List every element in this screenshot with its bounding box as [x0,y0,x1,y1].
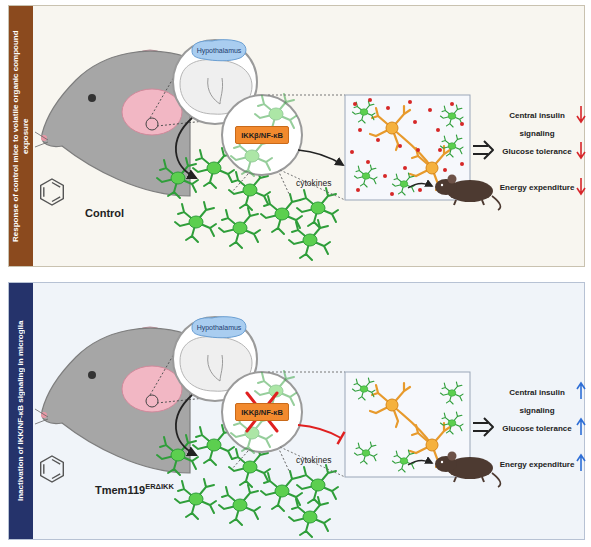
region-shape [192,317,246,338]
node-text: IKKβ/NF-κB [241,131,283,140]
label-group: Control [85,203,124,221]
group-label: Tmem119 [95,484,145,496]
side-band: Response of control mice to volatile org… [9,6,33,266]
label-group: Glucose tolerance [499,417,575,435]
outcome-label: Central insulin signaling [509,111,565,138]
genotype-superscript: ERΔIKK [145,482,174,491]
pathway-box: IKKβ/NF-κB [235,126,289,144]
pathway-box: IKKβ/NF-κB [235,403,289,421]
mediator-label: cytokines [296,455,331,465]
outcome-label: Energy expenditure [500,460,575,469]
panel: Inactivation of IKK/NF-κB signaling in m… [8,282,585,540]
label-group: Central insulin signaling [499,104,575,141]
label-group: Energy expenditure [499,176,575,194]
brain-region: Hypothalamus [190,315,248,339]
region-shape [192,40,246,61]
outcome-label: Central insulin signaling [509,388,565,415]
label-group: cytokines [296,172,331,190]
outcome-label: Energy expenditure [500,183,575,192]
label-group: cytokines [296,449,331,467]
panel-heading: Inactivation of IKK/NF-κB signaling in m… [16,283,26,539]
label-group: Central insulin signaling [499,381,575,418]
mediator-label: cytokines [296,178,331,188]
side-band: Inactivation of IKK/NF-κB signaling in m… [9,283,33,539]
panel: Response of control mice to volatile org… [8,5,585,267]
node-text: Hypothalamus [197,47,242,54]
label-group: Glucose tolerance [499,140,575,158]
brain-region: Hypothalamus [190,38,248,62]
label-group: Tmem119ERΔIKK [95,480,174,498]
outcome-label: Glucose tolerance [502,147,571,156]
node-text: Hypothalamus [197,324,242,331]
group-label: Control [85,207,124,219]
outcome-label: Glucose tolerance [502,424,571,433]
panel-heading: Response of control mice to volatile org… [11,6,31,266]
label-group: Energy expenditure [499,453,575,471]
node-text: IKKβ/NF-κB [241,408,283,417]
